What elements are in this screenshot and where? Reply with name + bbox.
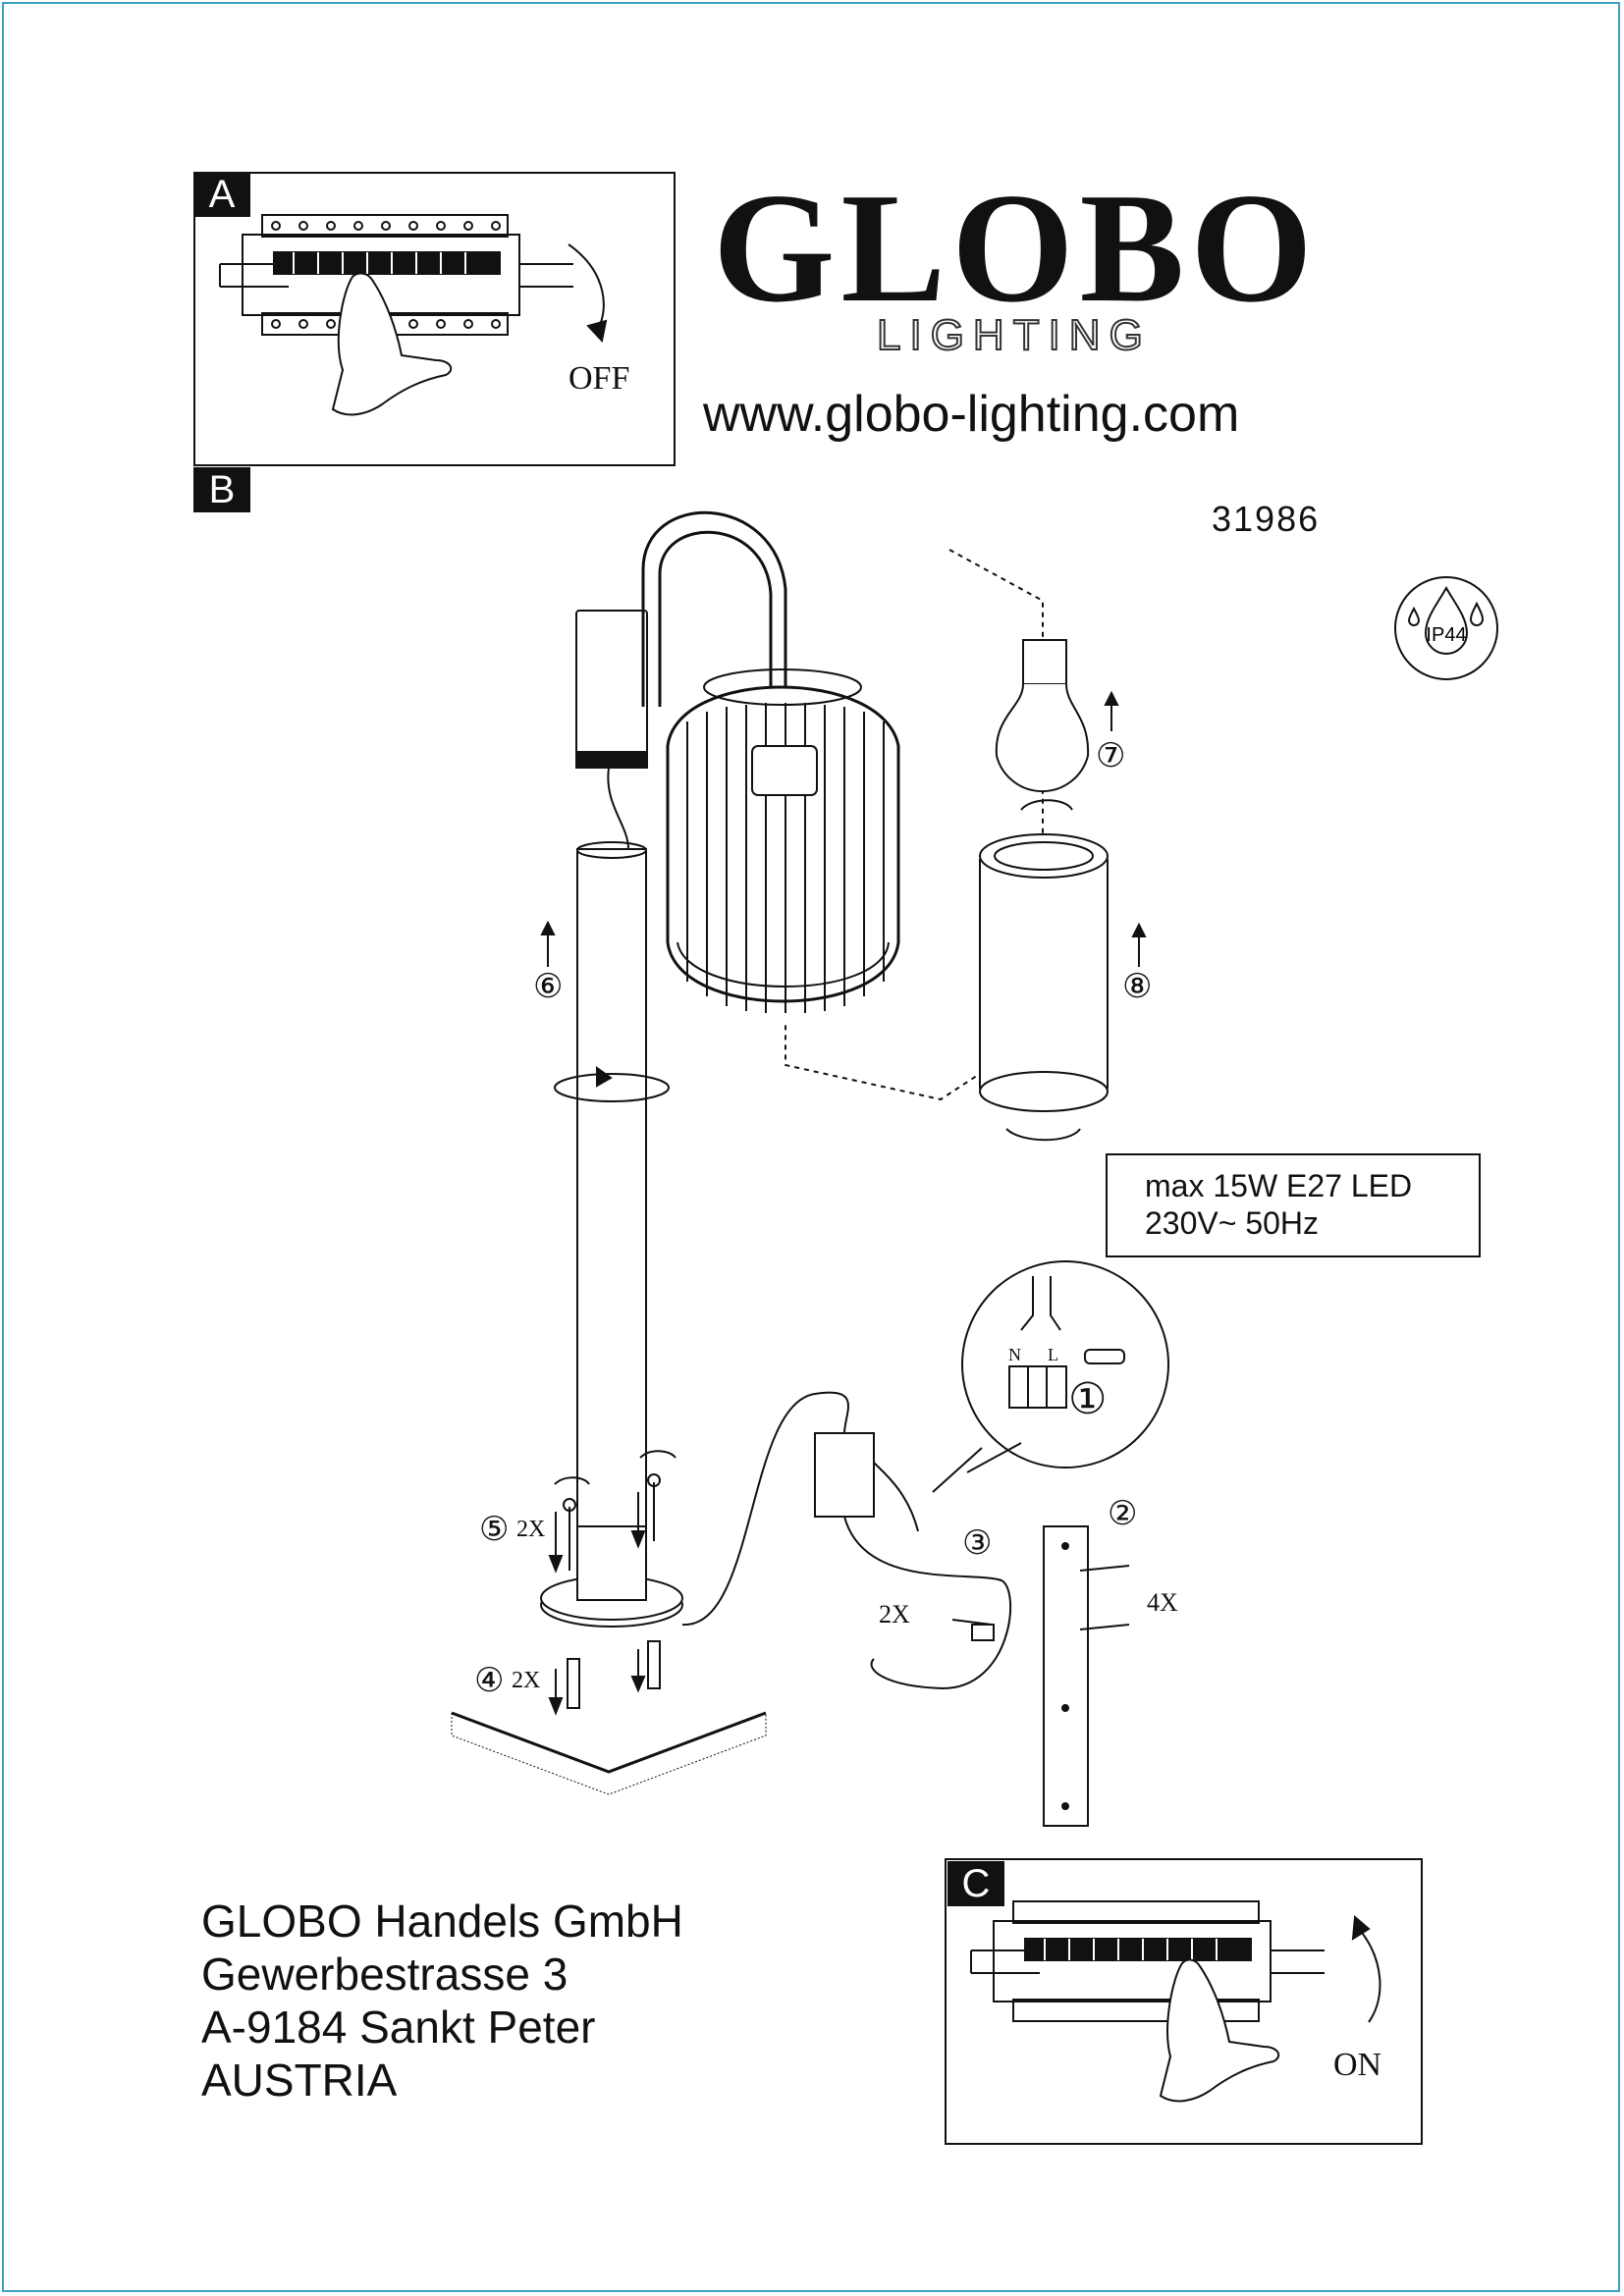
website-url[interactable]: www.globo-lighting.com (703, 386, 1240, 443)
rotate-arrow-icon (568, 243, 605, 334)
hand-icon (331, 272, 453, 416)
callout-wall: ③ (962, 1525, 993, 1562)
ip44-drops-icon: IP44 (1394, 576, 1498, 680)
step-a-tag: A (193, 172, 250, 217)
callout-cover: ⑧ (1122, 969, 1153, 1005)
ip44-label: IP44 (1426, 624, 1466, 646)
qty-anchors-base: 2X (512, 1668, 541, 1693)
spec-line-1: max 15W E27 LED (1145, 1168, 1413, 1203)
step-a-action: OFF (568, 360, 630, 397)
address-line-4: AUSTRIA (201, 2055, 398, 2106)
callout-anchor: ④ (474, 1663, 505, 1699)
qty-wall: 2X (879, 1600, 910, 1629)
callout-mount: ② (1108, 1496, 1138, 1532)
qty-plate: 4X (1147, 1588, 1178, 1617)
callout-pole: ⑥ (533, 969, 564, 1005)
hand-icon (1159, 1958, 1280, 2103)
terminal-n: N (1008, 1345, 1021, 1364)
breaker-off-illustration (219, 214, 608, 416)
step-b-tag: B (193, 467, 250, 512)
callout-screw: ⑤ (479, 1512, 510, 1548)
callout-bulb: ⑦ (1096, 738, 1126, 774)
breaker-on-illustration (970, 1900, 1381, 2103)
company-address: GLOBO Handels GmbH Gewerbestrasse 3 A-91… (201, 1895, 683, 2107)
qty-screws-base: 2X (516, 1517, 546, 1542)
brand-logo: GLOBO (713, 160, 1319, 335)
article-number: 31986 (1212, 499, 1321, 539)
step-a-panel: OFF (193, 172, 676, 466)
address-line-3: A-9184 Sankt Peter (201, 2002, 596, 2053)
terminal-l: L (1048, 1345, 1058, 1364)
brand-tagline: LIGHTING (876, 311, 1152, 359)
rotate-arrow-icon (1358, 1928, 1381, 2023)
step-c-tag: C (947, 1861, 1004, 1906)
ip44-badge: IP44 (1392, 574, 1500, 682)
address-line-2: Gewerbestrasse 3 (201, 1949, 568, 2000)
step-c-panel: ON (945, 1858, 1423, 2145)
spec-line-2: 230V~ 50Hz (1145, 1205, 1320, 1241)
step-c-action: ON (1333, 2047, 1382, 2083)
spec-box: max 15W E27 LED 230V~ 50Hz (1106, 1153, 1481, 1257)
callout-wiring: ① (1068, 1375, 1108, 1423)
address-line-1: GLOBO Handels GmbH (201, 1896, 683, 1947)
